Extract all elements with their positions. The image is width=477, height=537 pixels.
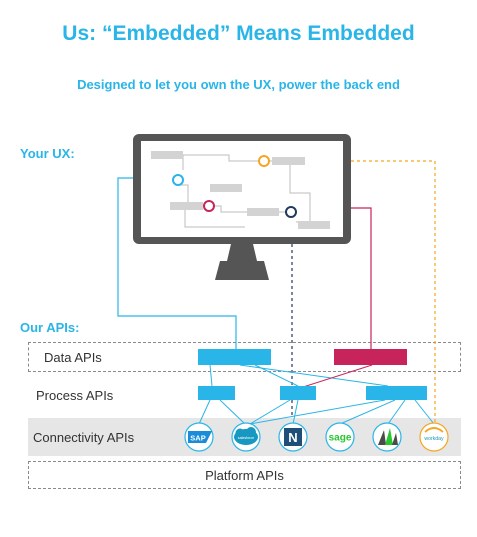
svg-text:SAP: SAP	[190, 434, 205, 443]
your-ux-label: Your UX:	[20, 146, 75, 161]
data-api-box-red	[334, 349, 407, 365]
platform-apis-band	[28, 461, 461, 489]
screen-node-red	[203, 200, 215, 212]
screen-node-cyan	[172, 174, 184, 186]
dynamics-icon	[372, 422, 402, 452]
netsuite-icon: N	[278, 422, 308, 452]
screen-block	[170, 202, 203, 210]
page-subtitle: Designed to let you own the UX, power th…	[77, 77, 400, 92]
data-apis-band	[28, 342, 461, 372]
process-api-box-3	[366, 386, 427, 400]
connectivity-apis-label: Connectivity APIs	[33, 430, 135, 445]
process-api-box-1	[198, 386, 235, 400]
screen-wireframe	[151, 151, 330, 229]
process-api-box-2	[280, 386, 316, 400]
screen-block	[272, 157, 305, 165]
ux-to-data-api-line	[117, 177, 237, 349]
data-apis-label: Data APIs	[44, 350, 102, 365]
screen-block	[298, 221, 330, 229]
svg-text:N: N	[288, 430, 297, 445]
screen-block	[151, 151, 183, 159]
monitor-to-orange-dashed-line	[351, 160, 436, 428]
sap-icon: SAP	[184, 422, 214, 452]
platform-apis-label: Platform APIs	[205, 468, 284, 483]
svg-text:sage: sage	[329, 433, 352, 444]
workday-icon: workday	[419, 422, 449, 452]
page-title: Us: “Embedded” Means Embedded	[62, 22, 415, 45]
connector-icons: SAP salesforce N sage workday	[184, 422, 449, 452]
screen-block	[247, 208, 279, 216]
svg-text:workday: workday	[424, 436, 444, 442]
process-to-connectivity-lines	[198, 399, 435, 425]
data-to-process-lines	[209, 364, 389, 389]
screen-node-orange	[258, 155, 270, 167]
monitor-to-red-data-line	[351, 207, 372, 349]
svg-text:salesforce: salesforce	[238, 436, 254, 440]
data-api-box-blue	[198, 349, 271, 365]
salesforce-icon: salesforce	[231, 422, 261, 452]
monitor-stand	[215, 261, 269, 280]
process-apis-label: Process APIs	[36, 388, 114, 403]
screen-block	[210, 184, 242, 192]
our-apis-label: Our APIs:	[20, 320, 80, 335]
monitor-neck	[227, 244, 257, 261]
sage-icon: sage	[325, 422, 355, 452]
screen-node-navy	[285, 206, 297, 218]
